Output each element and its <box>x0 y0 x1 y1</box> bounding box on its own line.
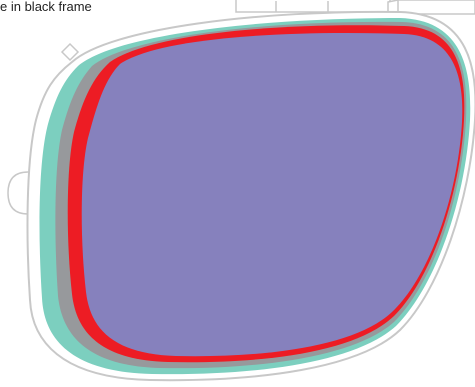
lens-layer-purple <box>81 33 463 357</box>
diagram-caption: e in black frame <box>0 0 92 14</box>
